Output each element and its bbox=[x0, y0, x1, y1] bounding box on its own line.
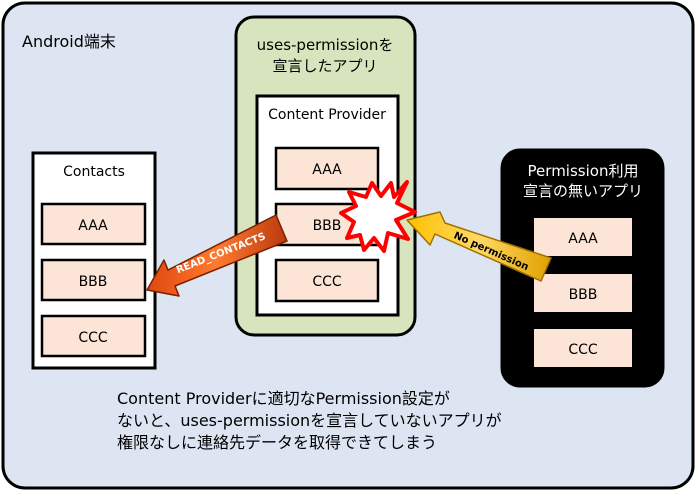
android-device-label: Android端末 bbox=[22, 32, 116, 51]
contacts-item-aaa: AAA bbox=[78, 218, 108, 234]
content-provider-item-aaa: AAA bbox=[312, 162, 342, 178]
content-provider-title: Content Provider bbox=[268, 107, 386, 123]
contacts-item-ccc: CCC bbox=[78, 330, 108, 346]
contacts-app: Contacts AAA BBB CCC bbox=[31, 151, 157, 370]
caption-line2: ないと、uses-permissionを宣言していないアプリが bbox=[117, 411, 502, 430]
contacts-item-bbb: BBB bbox=[79, 274, 108, 290]
no-permission-app-title-line1: Permission利用 bbox=[528, 162, 639, 180]
no-permission-app-title-line2: 宣言の無いアプリ bbox=[523, 182, 643, 200]
contacts-item-box bbox=[40, 258, 147, 302]
no-permission-app-item-bbb: BBB bbox=[569, 287, 598, 303]
uses-permission-app-title-line2: 宣言したアプリ bbox=[272, 57, 377, 75]
caption-line1: Content Providerに適切なPermission設定が bbox=[117, 389, 450, 408]
contacts-title: Contacts bbox=[63, 164, 125, 180]
content-provider-item-bbb: BBB bbox=[313, 218, 342, 234]
no-permission-app-item-aaa: AAA bbox=[568, 231, 598, 247]
no-permission-app: Permission利用 宣言の無いアプリ AAA BBB CCC bbox=[500, 148, 665, 388]
uses-permission-app: uses-permissionを 宣言したアプリ Content Provide… bbox=[234, 15, 417, 337]
content-provider-item-box bbox=[274, 258, 380, 303]
uses-permission-app-title-line1: uses-permissionを bbox=[257, 36, 394, 54]
no-permission-app-item-box bbox=[532, 272, 634, 314]
content-provider-item-box bbox=[274, 146, 380, 191]
collision-burst-icon bbox=[339, 180, 417, 253]
no-permission-app-item-ccc: CCC bbox=[568, 342, 598, 358]
caption-line3: 権限なしに連絡先データを取得できてしまう bbox=[117, 433, 437, 452]
contacts-item-box bbox=[40, 202, 147, 246]
no-permission-app-item-box bbox=[532, 216, 634, 258]
no-permission-app-item-box bbox=[532, 327, 634, 369]
contacts-item-box bbox=[40, 314, 147, 358]
content-provider-item-ccc: CCC bbox=[312, 274, 342, 290]
read-contacts-arrow-shape bbox=[146, 214, 288, 297]
caption: Content Providerに適切なPermission設定が ないと、us… bbox=[117, 389, 502, 452]
no-permission-arrow-shape bbox=[406, 211, 552, 282]
